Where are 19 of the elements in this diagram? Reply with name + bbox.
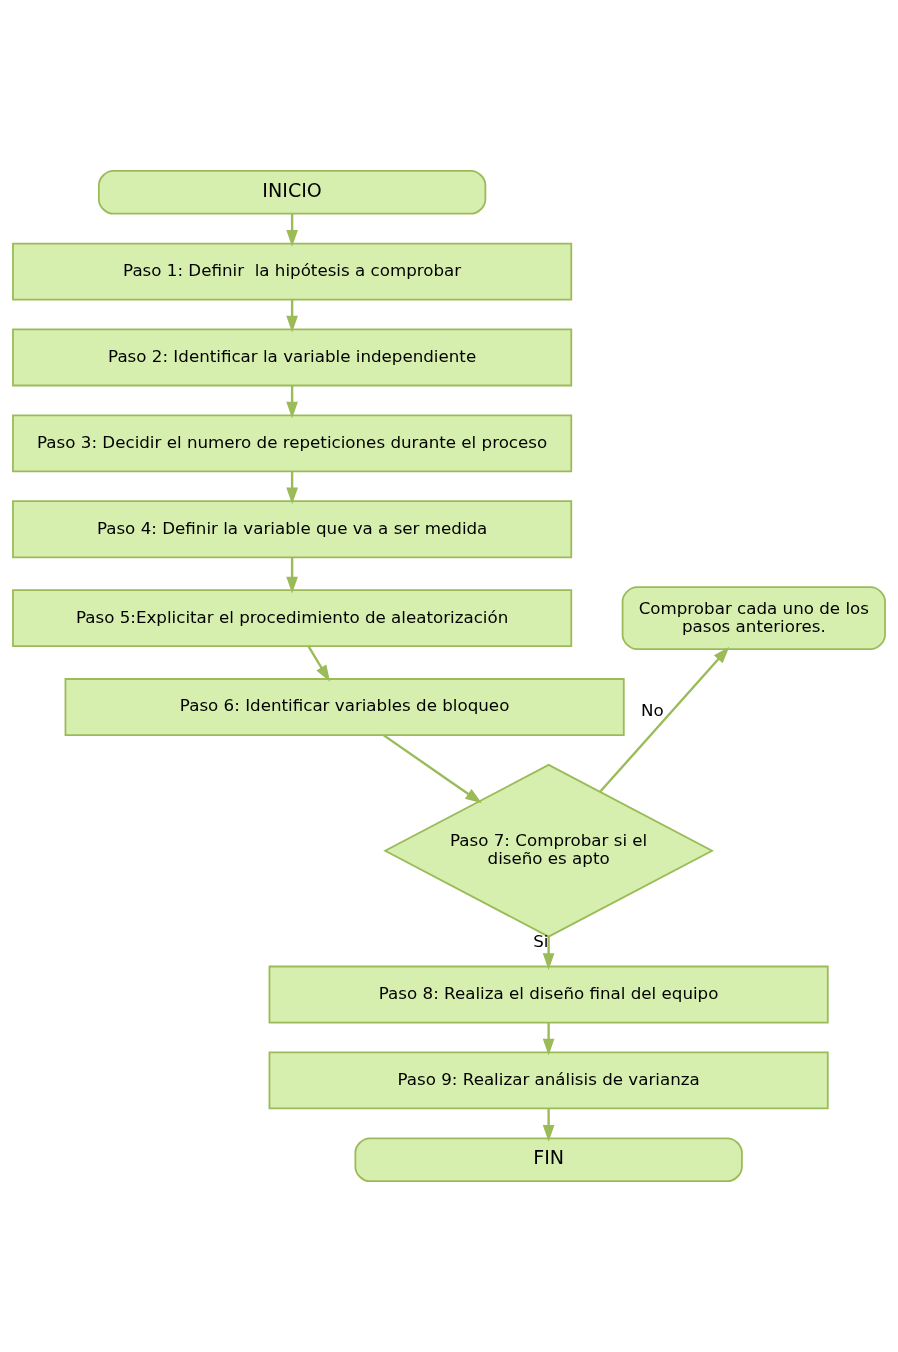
node-box: Comprobar cada uno de los pasos anteriores.: [621, 586, 886, 651]
arrow: [542, 1022, 555, 1056]
arrow: [307, 645, 330, 682]
node-box: Paso 5:Explicitar el procedimiento de aleatorización: [12, 589, 573, 648]
node-box: Paso 1: Definir la hipótesis a comprobar: [12, 242, 573, 301]
arrow: [599, 646, 730, 793]
arrow: [542, 1108, 555, 1142]
edge-label: No: [640, 700, 664, 721]
node-box: Paso 3: Decidir el numero de repeticiones durante el proceso: [12, 414, 573, 473]
arrow: [286, 557, 298, 594]
node-box: Paso 4: Definir la variable que va a ser medida: [12, 500, 573, 559]
node-box: Paso 9: Realizar análisis de varianza: [268, 1051, 829, 1110]
arrow: [382, 734, 482, 804]
node-box: Paso 2: Identificar la variable independiente: [12, 328, 573, 387]
node-box: Paso 6: Identificar variables de bloqueo: [64, 678, 625, 736]
node-box: FIN: [354, 1137, 743, 1183]
node-box: INICIO: [97, 169, 487, 215]
arrow: [542, 937, 555, 970]
node-box: Paso 8: Realiza el diseño final del equipo: [268, 965, 829, 1024]
